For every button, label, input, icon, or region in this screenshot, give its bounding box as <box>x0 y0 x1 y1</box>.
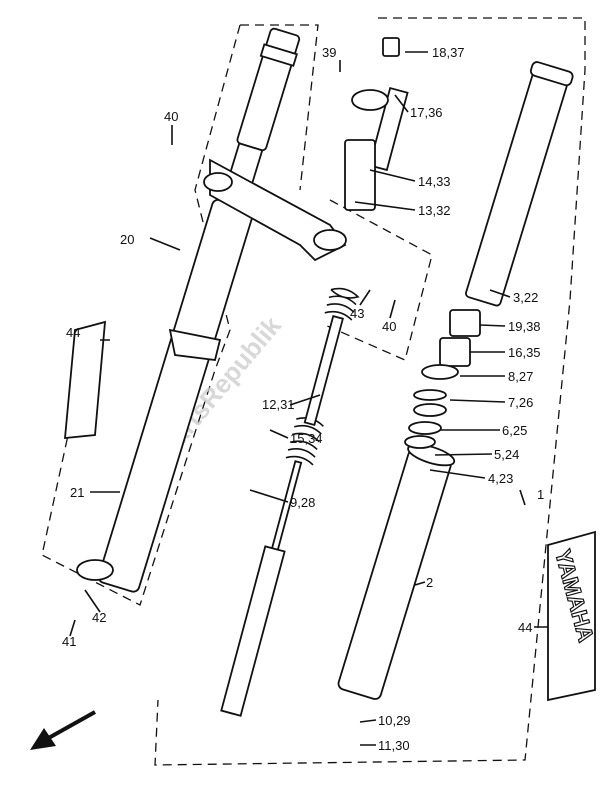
boundary-left-fork <box>41 24 319 606</box>
callout: 40 <box>164 109 178 124</box>
upper-bracket <box>209 158 347 262</box>
callout: 39 <box>322 45 336 60</box>
callout: 9,28 <box>290 495 315 510</box>
lower-bracket <box>168 328 222 361</box>
callout: 4,23 <box>488 471 513 486</box>
callout: 44 <box>66 325 80 340</box>
left-fork-guard <box>64 320 107 440</box>
callout: 40 <box>382 319 396 334</box>
callout: 13,32 <box>418 203 451 218</box>
right-fork-inner-tube <box>465 61 574 307</box>
callout: 2 <box>426 575 433 590</box>
boundary-right-fork <box>154 17 586 766</box>
boundary-inner-group <box>324 199 433 361</box>
right-fork-outer-tube <box>337 443 456 700</box>
callout: 21 <box>70 485 84 500</box>
callout: 19,38 <box>508 319 541 334</box>
callout: 7,26 <box>508 395 533 410</box>
yamaha-decal: YAMAHA <box>547 530 599 702</box>
callout: 1 <box>537 487 544 502</box>
callout: 14,33 <box>418 174 451 189</box>
callout: 3,22 <box>513 290 538 305</box>
callout: 17,36 <box>410 105 443 120</box>
left-fork-assembly <box>97 27 301 593</box>
seals-bushings <box>344 37 481 449</box>
callout: 8,27 <box>508 369 533 384</box>
callout: 12,31 <box>262 397 295 412</box>
callout: 18,37 <box>432 45 465 60</box>
front-direction-arrow-icon <box>30 710 96 750</box>
callout: 6,25 <box>502 423 527 438</box>
callout: 44 <box>518 620 532 635</box>
callout: 16,35 <box>508 345 541 360</box>
callout: 20 <box>120 232 134 247</box>
callout: 42 <box>92 610 106 625</box>
callout: 11,30 <box>378 738 410 753</box>
callout: 43 <box>350 306 364 321</box>
callout: 41 <box>62 634 76 649</box>
callout: 5,24 <box>494 447 519 462</box>
callout: 10,29 <box>378 713 411 728</box>
callout: 15,34 <box>290 431 323 446</box>
leader-lines <box>69 51 548 746</box>
callouts: 18,37 39 17,36 40 14,33 13,32 20 3,22 43… <box>62 45 544 753</box>
